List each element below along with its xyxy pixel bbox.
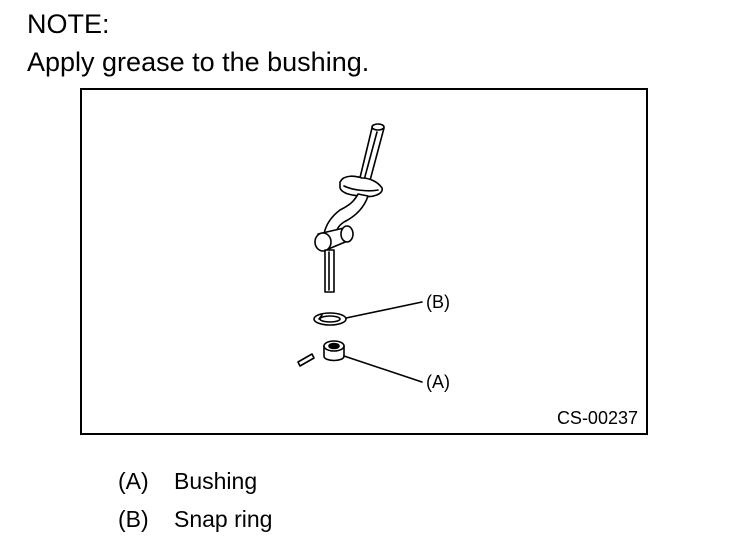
bushing <box>323 340 345 362</box>
note-heading: NOTE: <box>27 9 110 39</box>
legend-key: (A) <box>118 468 149 494</box>
legend-key: (B) <box>118 506 149 532</box>
callout-b-label: (B) <box>426 292 450 312</box>
leader-line-a <box>343 355 423 383</box>
figure-id: CS-00237 <box>556 408 638 428</box>
lever-collar <box>339 175 383 198</box>
legend-item: (B) Snap ring <box>118 500 272 538</box>
legend-item: (A) Bushing <box>118 462 272 500</box>
callout-a-label: (A) <box>426 372 450 392</box>
legend-label: Snap ring <box>174 506 273 532</box>
shift-lever-illustration <box>297 123 423 383</box>
illustration-figure: (B) (A) CS-00237 <box>80 88 648 435</box>
legend-label: Bushing <box>174 468 258 494</box>
leader-line-b <box>345 301 423 319</box>
snap-ring <box>313 312 347 326</box>
lever-boss <box>314 225 354 252</box>
lever-shaft <box>324 249 335 293</box>
lever-rod <box>357 123 385 189</box>
legend: (A) Bushing (B) Snap ring <box>118 462 272 538</box>
note-text: Apply grease to the bushing. <box>27 47 370 77</box>
pin <box>297 353 315 367</box>
